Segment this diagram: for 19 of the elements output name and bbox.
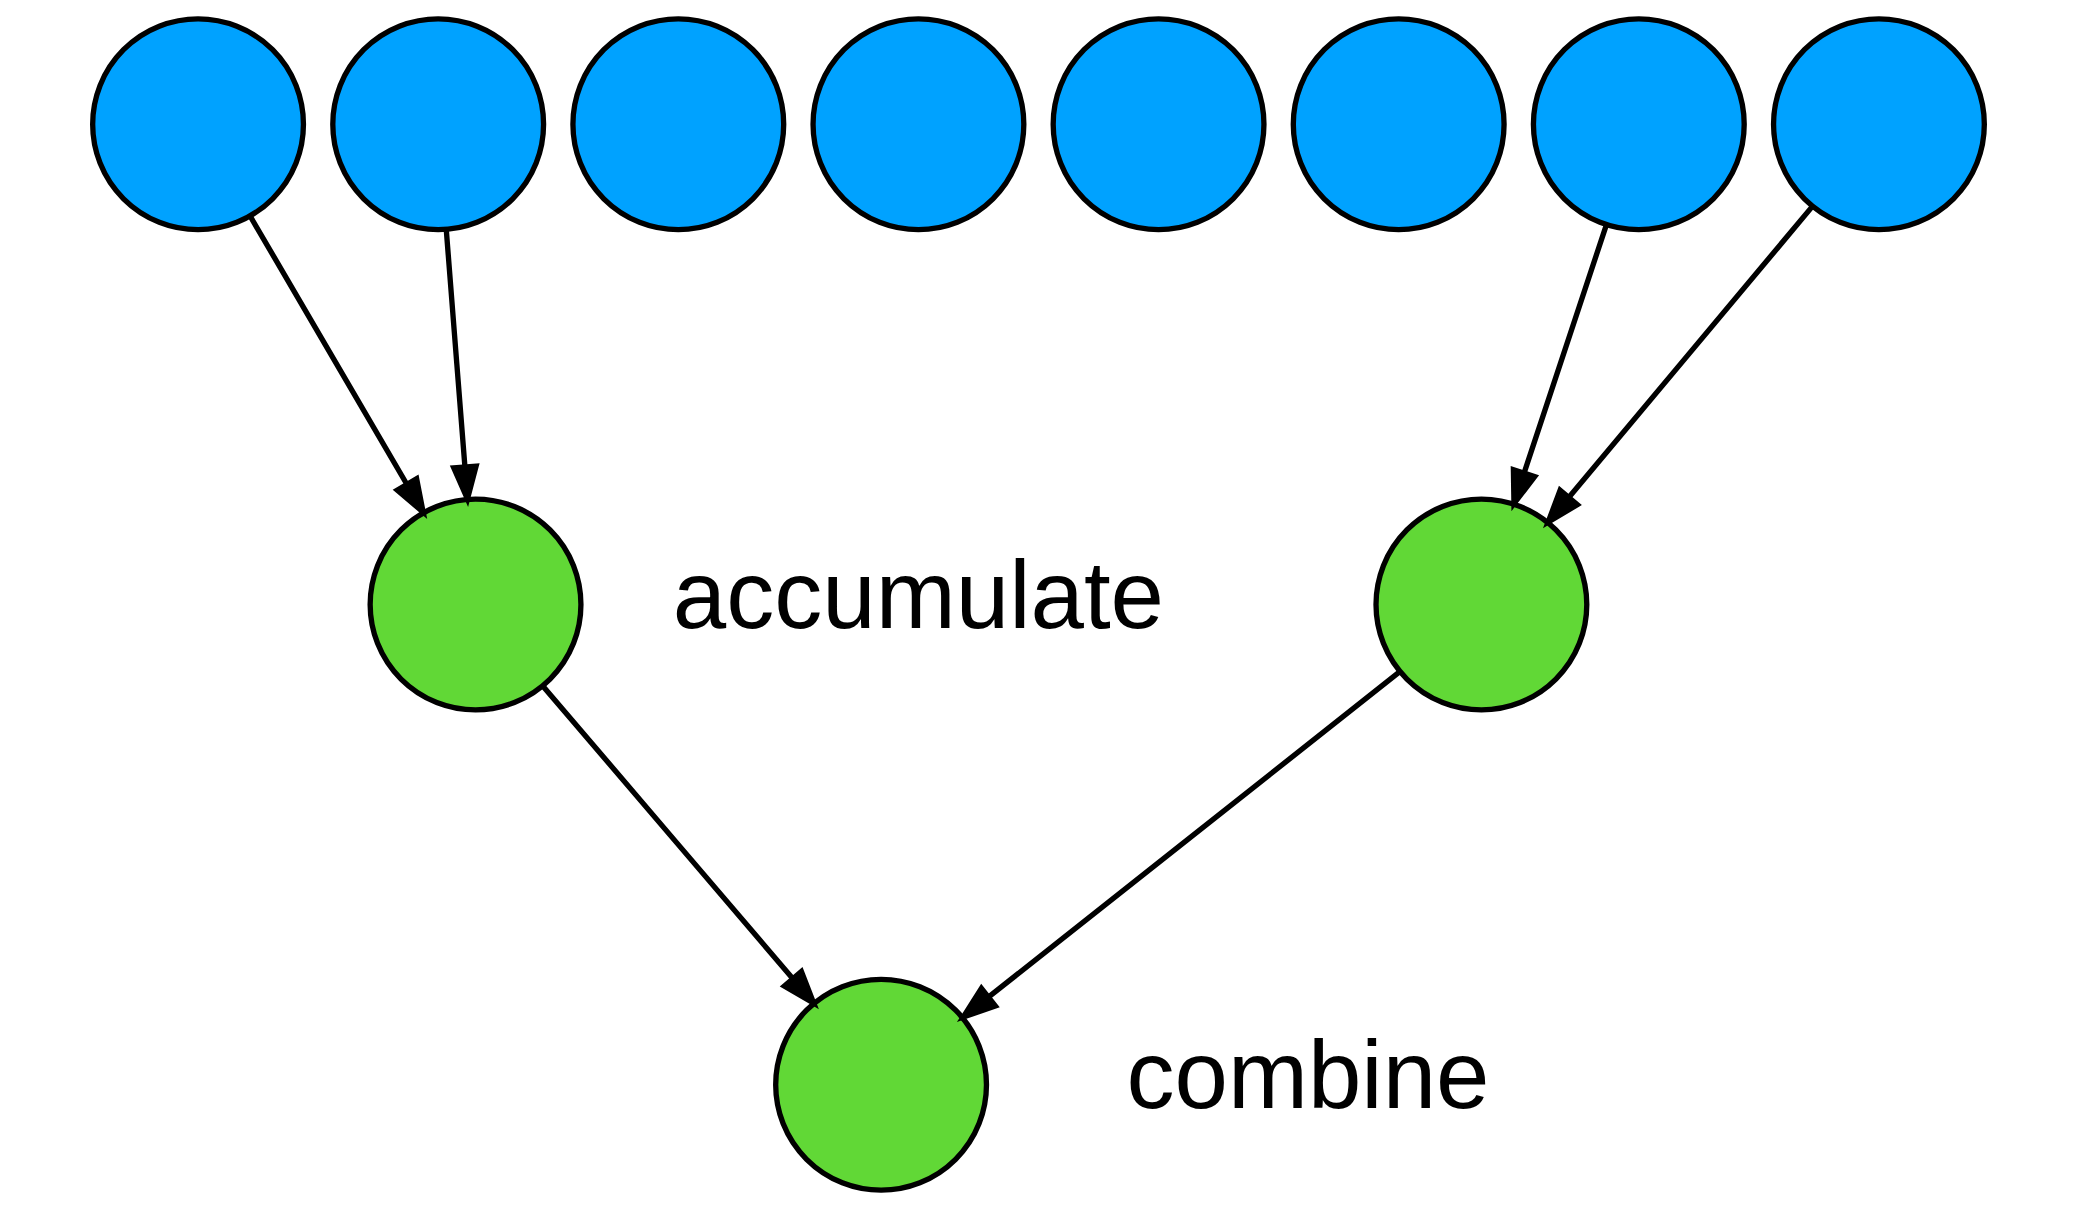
node-circle [569,16,786,233]
node-circle [89,16,306,233]
node-circle [772,976,989,1193]
node-circle [1530,16,1747,233]
arrow [247,214,427,520]
node-circle [329,16,546,233]
label: accumulate [672,540,1164,648]
node-circle [1290,16,1507,233]
node-circle [1050,16,1267,233]
label: combine [1125,1021,1489,1129]
node-circle [809,16,1026,233]
arrow [1510,224,1609,512]
node-circle [1372,496,1589,713]
arrow [443,229,480,508]
node-circle [366,496,584,713]
arrow [540,684,819,1010]
node-circle [1770,16,1987,233]
arrow [956,670,1401,1023]
arrow [1542,204,1814,529]
